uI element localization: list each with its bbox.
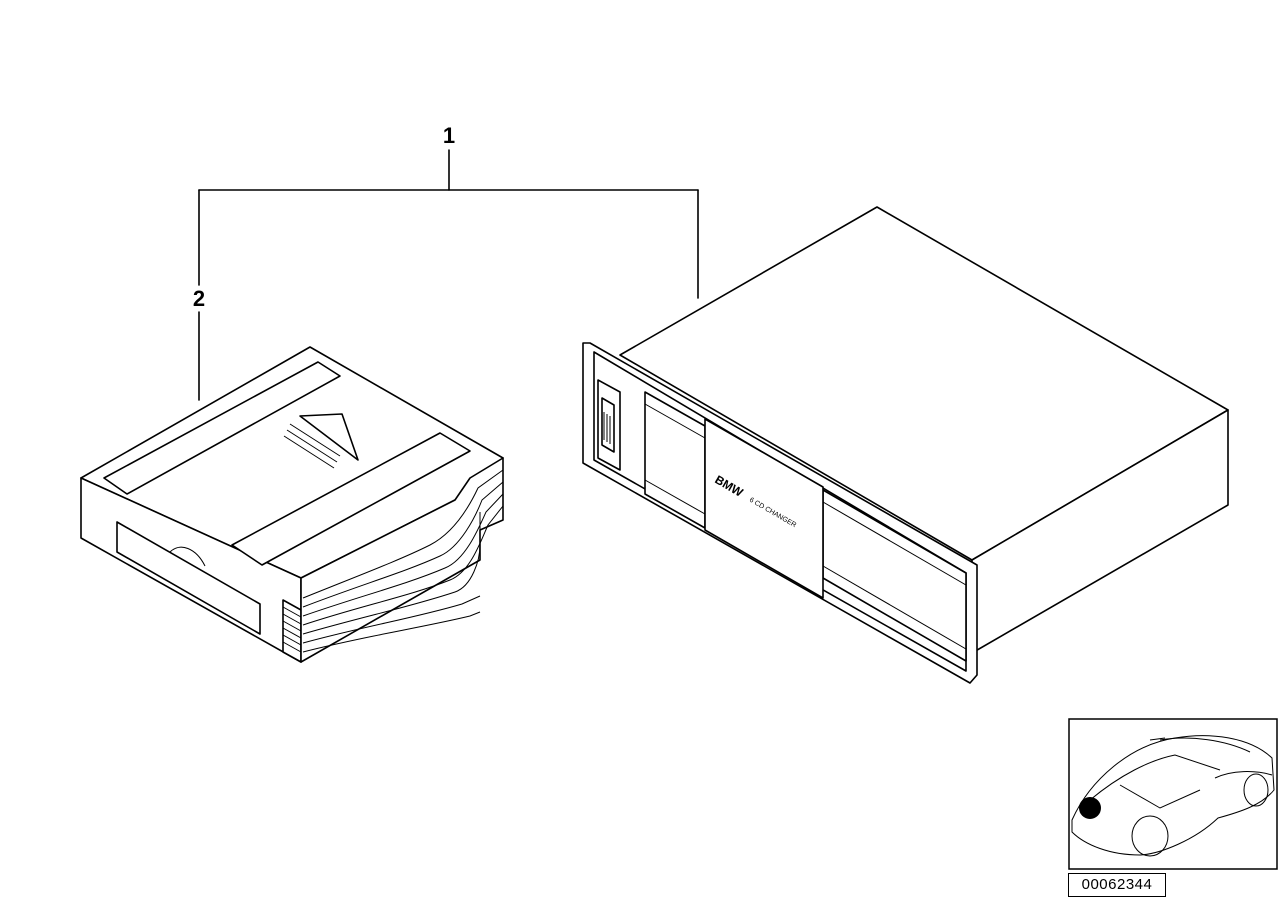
- location-marker-icon: [1079, 797, 1101, 819]
- callout-label-2: 2: [193, 286, 205, 311]
- changer-nameplate: [704, 418, 824, 599]
- cd-changer: BMW 6 CD CHANGER: [582, 206, 1229, 684]
- callout-label-1: 1: [443, 123, 455, 148]
- insert-arrow-icon: [299, 413, 359, 461]
- magazine-top-panel: [231, 432, 471, 566]
- disc-tray-slots: [302, 469, 504, 653]
- diagram-reference-number: 00062344: [1068, 873, 1166, 897]
- eject-button[interactable]: [601, 397, 615, 453]
- magazine-end-panel: [282, 599, 302, 663]
- car-location-thumbnail: [1068, 718, 1278, 870]
- magazine-top-label: [103, 361, 341, 495]
- callout-lines: [198, 149, 699, 401]
- thumbnail-frame: [1068, 718, 1278, 870]
- magazine-grip-notch: [169, 546, 206, 567]
- magazine-front-label: [116, 521, 261, 635]
- cd-magazine: [80, 346, 504, 663]
